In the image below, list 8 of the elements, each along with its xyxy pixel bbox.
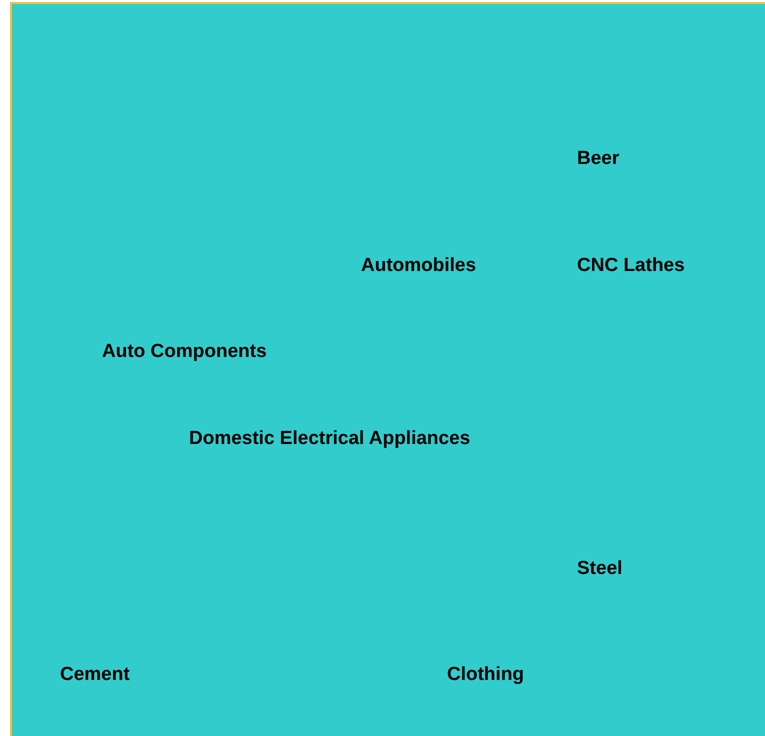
label-text: Automobiles — [361, 255, 476, 277]
label-text: Auto Components — [102, 341, 267, 363]
label-text: Domestic Electrical Appliances — [189, 428, 470, 450]
label-text: Beer — [577, 148, 620, 170]
label-text: CNC Lathes — [577, 255, 685, 277]
label-text: Clothing — [447, 664, 524, 686]
label-text: Cement — [60, 664, 130, 686]
label-text: Steel — [577, 558, 622, 580]
